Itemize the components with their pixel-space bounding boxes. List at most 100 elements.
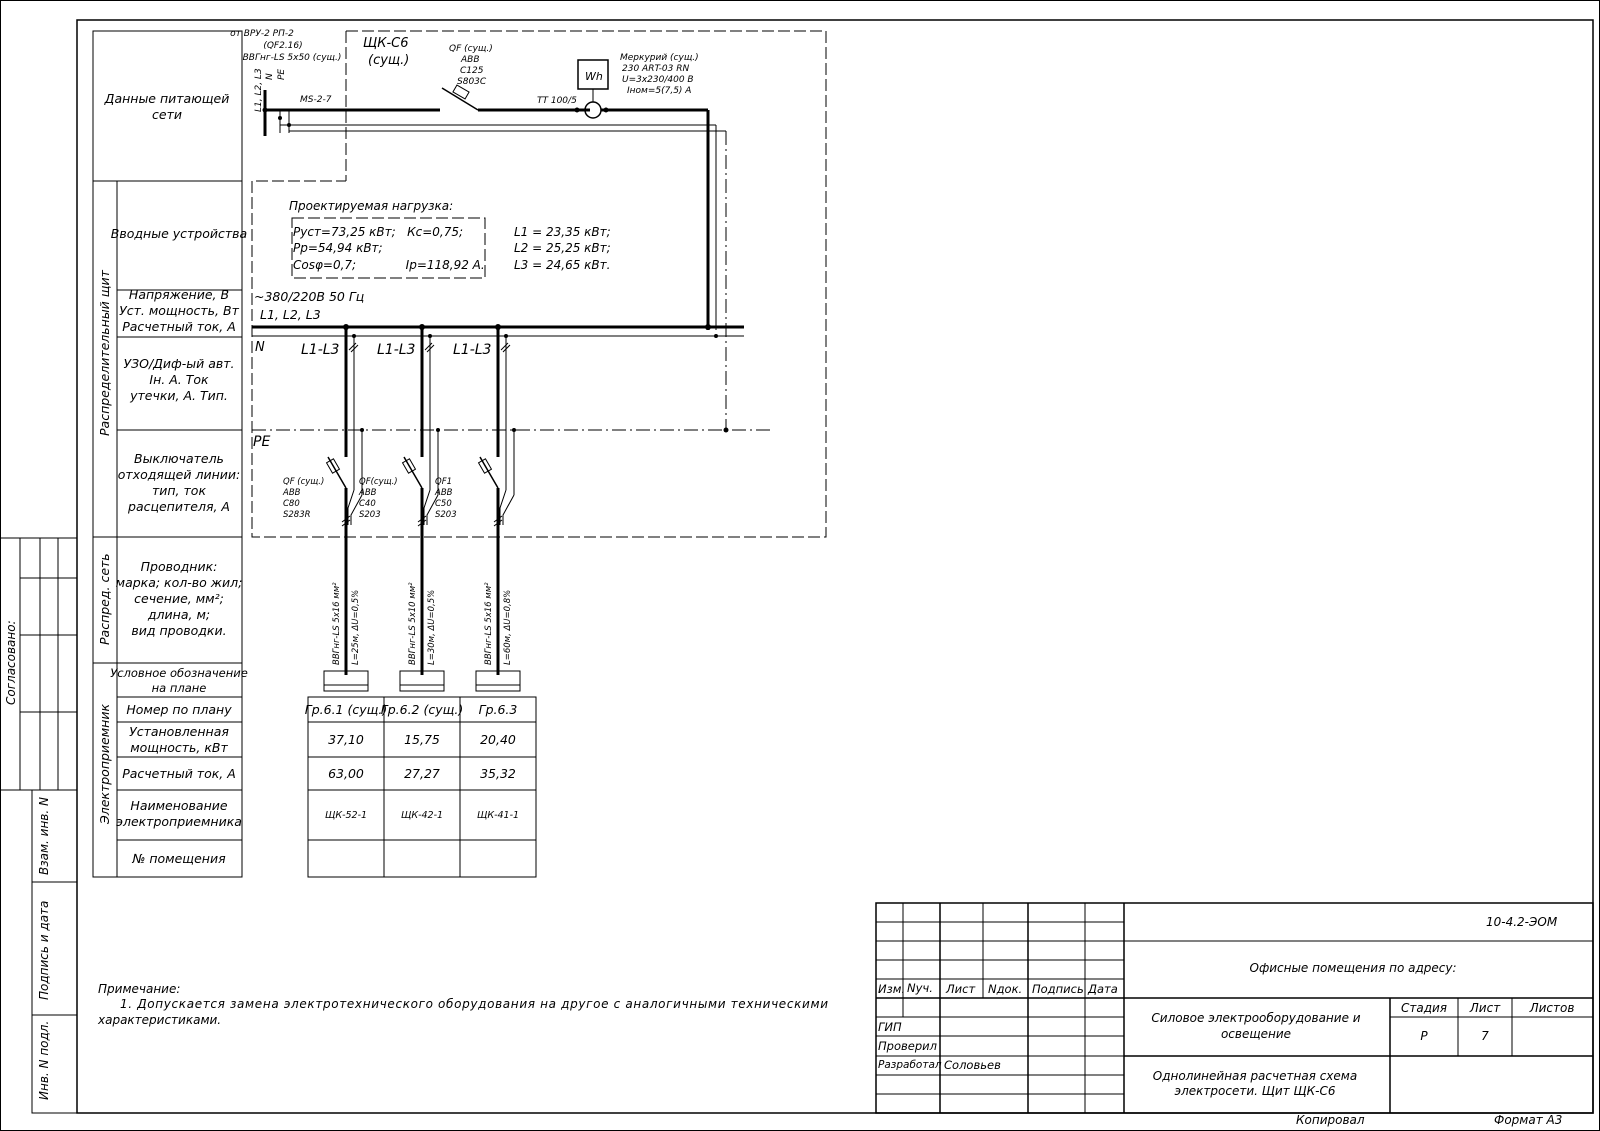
row-supply-1: Данные питающей xyxy=(104,91,230,106)
supply-source-1: от ВРУ-2 РП-2 xyxy=(230,29,294,39)
tb-role-checked: Проверил xyxy=(878,1039,938,1053)
main-breaker-3: C125 xyxy=(460,66,484,76)
row-room: № помещения xyxy=(131,851,226,866)
tb-drawing-1: Однолинейная расчетная схема xyxy=(1153,1069,1357,1083)
row-receiver-name-2: электроприемника xyxy=(116,814,242,829)
tb-sheet-header: Лист xyxy=(1469,1001,1501,1015)
meter-2: 230 ART-03 RN xyxy=(622,64,689,74)
main-breaker-1: QF (сущ.) xyxy=(449,44,493,54)
phase-load-2: L2 = 25,25 кВт; xyxy=(514,241,611,255)
group-3-cable-spec: ВВГнг-LS 5х16 мм² xyxy=(484,582,494,665)
load-data: Проектируемая нагрузка: Руст=73,25 кВт; … xyxy=(289,199,611,279)
replaced-inv-label: Взам. инв. N xyxy=(37,797,51,875)
copied-label: Копировал xyxy=(1296,1113,1365,1127)
tb-role-developed: Разработал xyxy=(878,1059,942,1071)
ms-label: MS-2-7 xyxy=(300,95,332,105)
panel-name-1: ЩК-С6 xyxy=(363,36,409,51)
group-2-breaker-text: QF(сущ.) xyxy=(359,477,398,487)
row-receiver-name-1: Наименование xyxy=(130,798,227,813)
row-rcd-3: утечки, А. Тип. xyxy=(129,388,228,403)
group-2-phase-label: L1-L3 xyxy=(377,342,415,358)
tb-header-date: Дата xyxy=(1087,982,1118,996)
group-1-plan-number: Гр.6.1 (сущ.) xyxy=(305,702,388,717)
row-conductor-3: сечение, мм²; xyxy=(134,591,224,606)
tb-section-1: Силовое электрооборудование и xyxy=(1151,1011,1360,1025)
group-3-phase-label: L1-L3 xyxy=(453,342,491,358)
group-3-receiver-symbol xyxy=(475,670,521,692)
row-conductor-1: Проводник: xyxy=(141,559,218,574)
group-1-cable-spec: ВВГнг-LS 5х16 мм² xyxy=(332,582,342,665)
row-plan-number: Номер по плану xyxy=(126,702,232,717)
group-1-breaker-text: C80 xyxy=(283,499,300,509)
group-3-breaker-blade xyxy=(479,456,499,489)
group-2-breaker-blade xyxy=(403,456,423,489)
bus-pe: PE xyxy=(253,434,270,450)
phase-load-3: L3 = 24,65 кВт. xyxy=(514,258,610,272)
section-distribution-network: Распред. сеть xyxy=(97,553,112,645)
row-rcd-1: УЗО/Диф-ый авт. xyxy=(123,356,234,371)
group-1-pe-bend xyxy=(350,494,363,525)
agreed-label: Согласовано: xyxy=(4,620,18,705)
bus-n: N xyxy=(255,340,265,355)
group-3-current: 35,32 xyxy=(480,766,516,781)
group-3-breaker-text: QF1 xyxy=(435,477,452,487)
group-3-breaker-text: ABB xyxy=(434,488,453,498)
row-conductor-2: марка; кол-во жил; xyxy=(116,575,243,590)
panel-name-2: (сущ.) xyxy=(368,53,409,68)
row-supply-2: сети xyxy=(152,107,182,122)
group-1-breaker-text: QF (сущ.) xyxy=(283,477,324,487)
group-1-tick-1 xyxy=(348,342,357,351)
supply-data: от ВРУ-2 РП-2 (QF2.16) ВВГнг-LS 5х50 (су… xyxy=(230,29,699,112)
group-1-n-bend xyxy=(347,489,355,525)
group-1-receiver-symbol xyxy=(323,670,369,692)
main-breaker-4: S803C xyxy=(457,77,487,87)
load-line-2: Рр=54,94 кВт; xyxy=(293,241,383,255)
row-voltage-1: Напряжение, В xyxy=(129,287,229,302)
supply-source-3: ВВГнг-LS 5х50 (сущ.) xyxy=(243,53,342,63)
group-2-current: 27,27 xyxy=(404,766,440,781)
group-3-cable-tick-2 xyxy=(493,519,503,527)
group-2-cable-length: L=30м, ΔU=0,5% xyxy=(427,590,437,665)
bus-voltage: ~380/220В 50 Гц xyxy=(254,289,364,304)
row-voltage-3: Расчетный ток, А xyxy=(122,319,236,334)
bus-phases: L1, L2, L3 xyxy=(260,307,321,322)
supply-wiring: Wh xyxy=(262,59,727,430)
group-3-power: 20,40 xyxy=(480,732,516,747)
group-3-cable-length: L=60м, ΔU=0,8% xyxy=(503,590,513,665)
group-1-current: 63,00 xyxy=(328,766,364,781)
group-1-cable-tick-2 xyxy=(341,519,351,527)
panel-boundary xyxy=(251,30,827,538)
row-labels: Данные питающей сети Вводные устройства … xyxy=(104,91,248,866)
row-symbol-1: Условное обозначение xyxy=(110,666,248,680)
tb-drawing-2: электросети. Щит ЩК-С6 xyxy=(1175,1084,1336,1098)
supply-conductors-label: L1, L2, L3 xyxy=(254,68,264,112)
load-line-3: Cosφ=0,7; Iр=118,92 А. xyxy=(293,258,485,272)
group-1-power: 37,10 xyxy=(328,732,364,747)
tb-header-ndok: Nдок. xyxy=(988,982,1022,996)
left-strip: Согласовано: Взам. инв. N Подпись и дата… xyxy=(0,537,78,1114)
drawing-frame xyxy=(76,19,1594,1114)
tb-sheets-header: Листов xyxy=(1529,1001,1575,1015)
group-3-plan-number: Гр.6.3 xyxy=(479,702,518,717)
row-symbol-2: на плане xyxy=(152,681,207,695)
tb-header-list: Лист xyxy=(945,982,975,996)
group-3-pe-bend xyxy=(502,494,515,525)
row-installed-power-1: Установленная xyxy=(129,724,229,739)
group-1-cable-length: L=25м, ΔU=0,5% xyxy=(351,590,361,665)
group-2-plan-number: Гр.6.2 (сущ.) xyxy=(381,702,464,717)
group-1-receiver-name: ЩК-52-1 xyxy=(325,810,367,821)
meter-3: U=3х230/400 В xyxy=(622,75,694,85)
group-2-receiver-symbol xyxy=(399,670,445,692)
row-breaker-1: Выключатель xyxy=(134,451,224,466)
group-3-cable-tick xyxy=(493,515,503,523)
row-conductor-4: длина, м; xyxy=(147,607,210,622)
group-2-tick-1 xyxy=(424,342,433,351)
group-2-breaker-text: C40 xyxy=(359,499,376,509)
meter-4: Iном=5(7,5) А xyxy=(627,86,691,96)
group-3-breaker-trip xyxy=(477,458,493,474)
row-breaker-2: отходящей линии: xyxy=(118,467,240,482)
tb-stage-header: Стадия xyxy=(1401,1001,1447,1015)
inv-original-label: Инв. N подл. xyxy=(37,1021,51,1100)
